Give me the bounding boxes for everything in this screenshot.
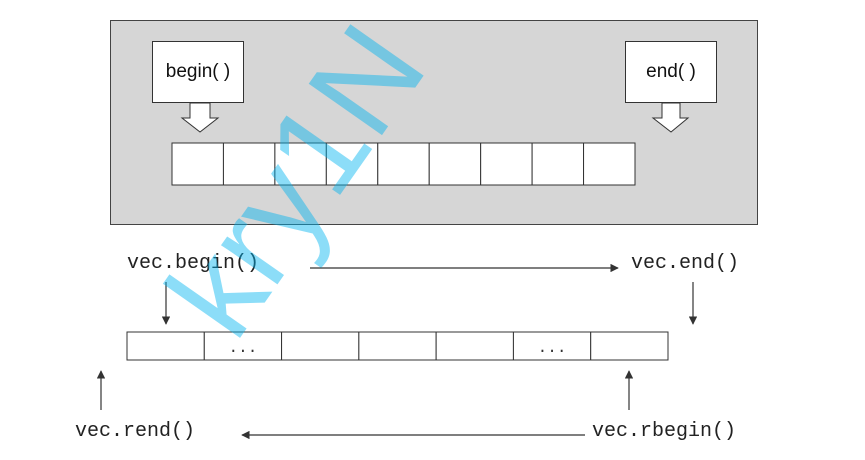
top-array-cell	[377, 142, 430, 186]
top-array-cell	[171, 142, 224, 186]
bottom-array-cell	[126, 331, 205, 361]
top-array-cell	[428, 142, 482, 186]
top-array-cell	[222, 142, 276, 186]
bottom-array-cell	[590, 331, 669, 361]
vec-rend-label: vec.rend()	[75, 420, 196, 443]
bottom-array-cell	[435, 331, 514, 361]
vec-end-label: vec.end()	[631, 252, 740, 275]
begin-label: begin( )	[165, 61, 231, 82]
ellipsis-cell-label: ...	[229, 339, 258, 357]
top-array-cell	[531, 142, 585, 186]
end-down-arrow	[651, 102, 690, 133]
bottom-array-cell	[203, 331, 283, 361]
top-array-cell	[325, 142, 379, 186]
bottom-array: ......	[126, 331, 669, 361]
end-box: end( )	[625, 41, 717, 103]
top-array	[171, 142, 636, 186]
begin-down-arrow	[180, 102, 220, 133]
top-array-cell	[274, 142, 327, 186]
end-label: end( )	[646, 61, 696, 82]
top-array-cell	[583, 142, 636, 186]
top-array-cell	[480, 142, 533, 186]
bottom-array-cell	[512, 331, 592, 361]
bottom-array-cell	[358, 331, 437, 361]
vec-rbegin-label: vec.rbegin()	[592, 420, 737, 443]
vec-begin-label: vec.begin()	[127, 252, 260, 275]
bottom-array-cell	[281, 331, 360, 361]
begin-box: begin( )	[152, 41, 244, 103]
ellipsis-cell-label: ...	[538, 339, 567, 357]
